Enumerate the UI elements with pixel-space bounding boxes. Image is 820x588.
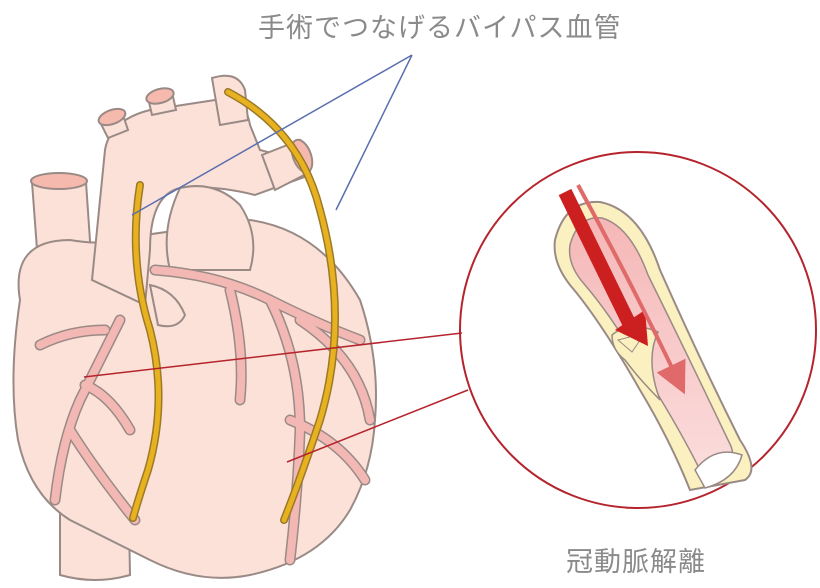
coronary-dissection-label: 冠動脈解離 <box>566 547 706 578</box>
bypass-grafts <box>129 88 339 524</box>
magnify-pointer-lines <box>83 332 469 463</box>
blood-flow-arrow-secondary <box>576 184 686 395</box>
pointer-blue-left <box>131 54 413 216</box>
pointer-red-lower <box>286 389 469 463</box>
pointer-blue-right <box>335 54 413 211</box>
coronary-arteries <box>34 264 376 566</box>
blood-flow-arrow-main <box>558 188 637 329</box>
label-pointer-lines <box>131 54 413 216</box>
bypass-vessel-label: 手術でつなげるバイパス血管 <box>258 13 622 44</box>
magnified-view <box>459 151 817 509</box>
pointer-red-upper <box>83 332 463 378</box>
